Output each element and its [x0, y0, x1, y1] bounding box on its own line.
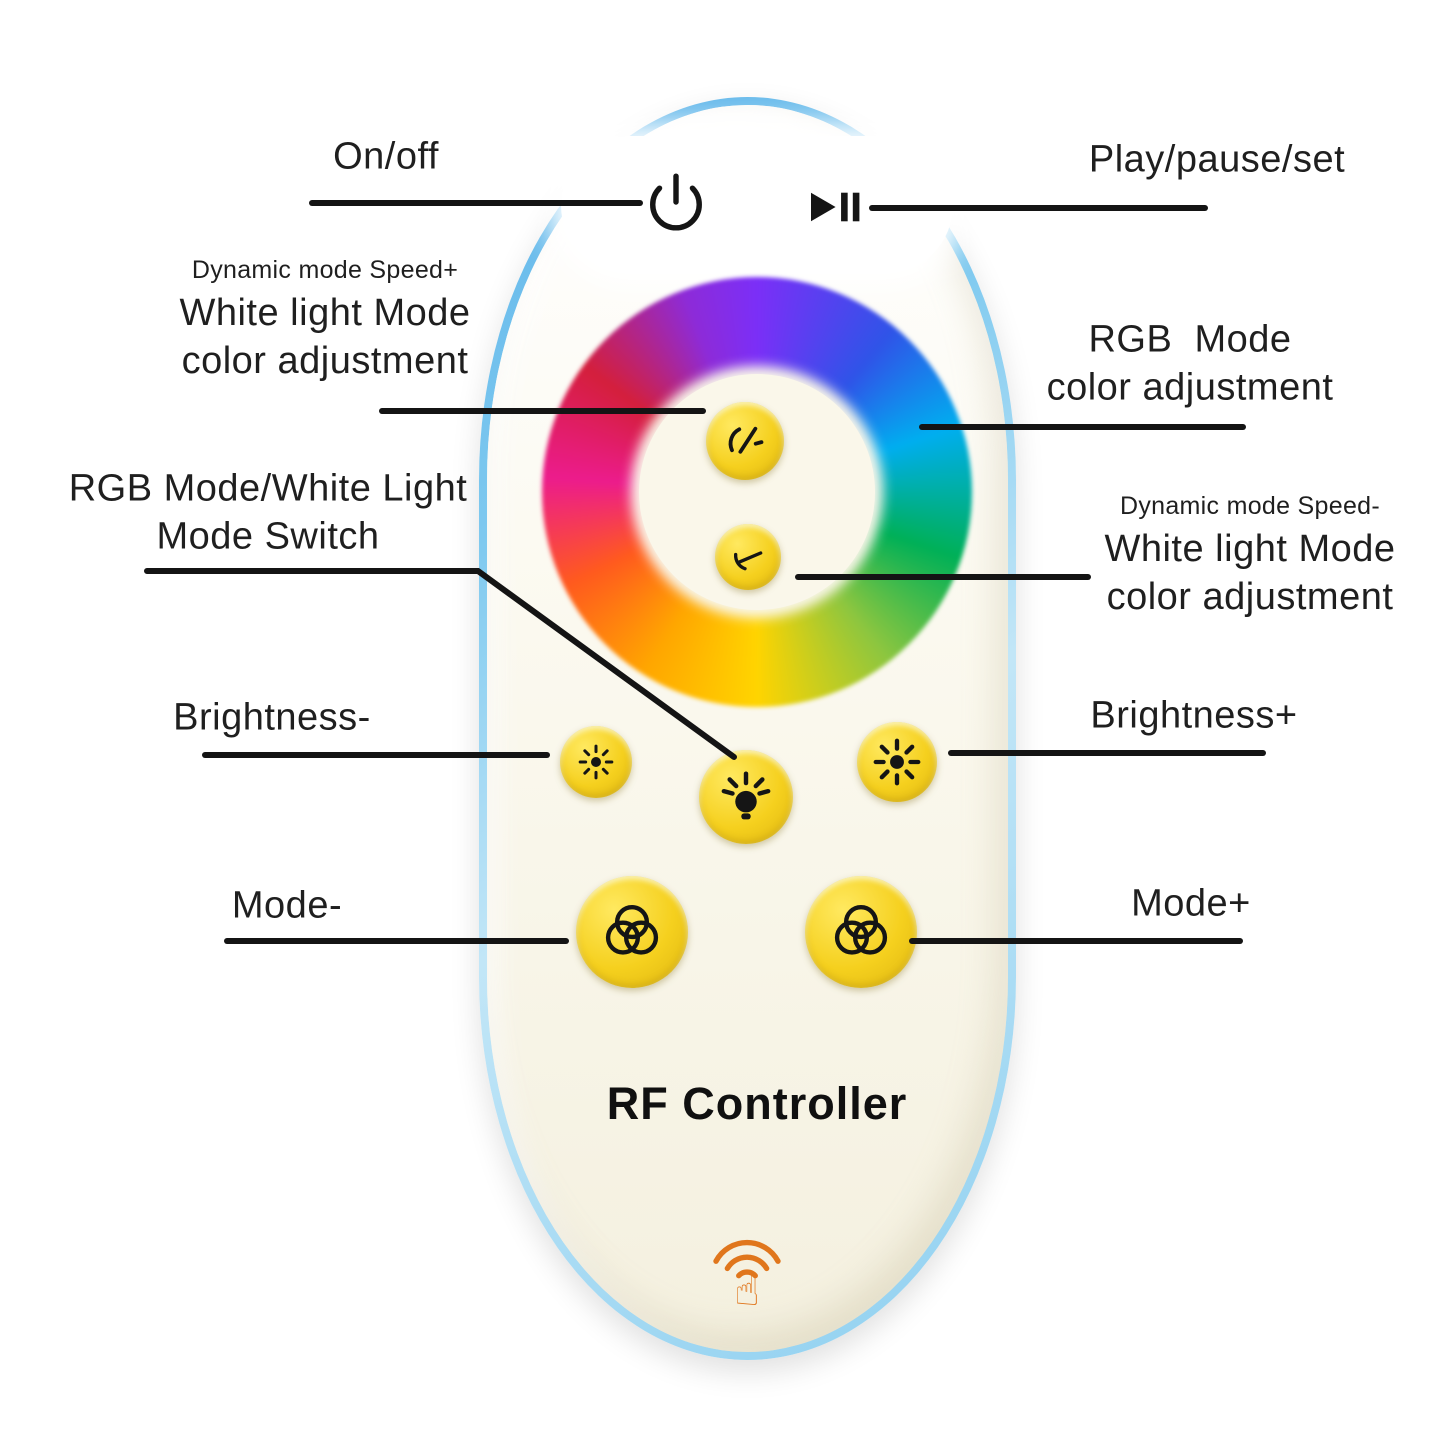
brightness-minus-button[interactable]: [560, 726, 632, 798]
label-mode-minus: Mode-: [231, 884, 343, 927]
label-speed-minus-tag: Dynamic mode Speed-: [1119, 491, 1380, 520]
mode-minus-rgb-circles-icon: [605, 905, 659, 955]
touch-indicator: ☝: [697, 1224, 797, 1312]
label-speed-plus-tag: Dynamic mode Speed+: [191, 255, 459, 284]
brand-text: RF Controller: [606, 1078, 908, 1129]
label-rgb-mode: RGB Mode color adjustment: [1047, 317, 1334, 412]
play-pause-icon: [811, 192, 860, 222]
label-speed-plus-title2: color adjustment: [181, 339, 469, 382]
speed-minus-button[interactable]: [715, 524, 781, 590]
mode-plus-button[interactable]: [805, 876, 917, 988]
brightness-plus-button[interactable]: [857, 722, 937, 802]
label-mode-switch: RGB Mode/White Light Mode Switch: [69, 466, 468, 561]
speed-plus-dial-icon: [728, 426, 764, 454]
mode-plus-rgb-circles-icon: [834, 905, 888, 955]
speed-minus-dial-icon: [734, 551, 763, 571]
label-mode-plus: Mode+: [1131, 882, 1251, 925]
mode-minus-button[interactable]: [576, 876, 688, 988]
brightness-plus-sun-icon: [873, 738, 921, 786]
label-speed-minus-title2: color adjustment: [1106, 575, 1394, 618]
label-rgb-mode-title1: RGB Mode: [1088, 318, 1292, 361]
label-rgb-mode-title2: color adjustment: [1046, 366, 1334, 408]
power-button[interactable]: [645, 171, 707, 233]
rf-signal-arcs-icon: [713, 1239, 781, 1279]
label-play-pause-set: Play/pause/set: [1088, 138, 1346, 181]
power-icon: [650, 173, 702, 231]
play-pause-button[interactable]: [800, 185, 866, 229]
remote-top-panel: [561, 136, 953, 274]
label-mode-switch-title1: RGB Mode/White Light: [68, 467, 468, 510]
speed-plus-button[interactable]: [706, 402, 784, 480]
mode-switch-bulb-icon: [721, 771, 771, 820]
label-speed-plus-title1: White light Mode: [179, 292, 471, 335]
label-speed-plus: Dynamic mode Speed+ White light Mode col…: [179, 255, 470, 385]
touch-hand-icon: ☝: [734, 1266, 760, 1315]
label-on-off: On/off: [333, 135, 439, 178]
label-brightness-minus: Brightness-: [173, 696, 371, 739]
label-mode-switch-title2: Mode Switch: [156, 515, 380, 557]
label-speed-minus-title1: White light Mode: [1104, 528, 1396, 571]
brightness-minus-sun-icon: [578, 744, 614, 780]
label-brightness-plus: Brightness+: [1090, 694, 1298, 737]
mode-switch-button[interactable]: [699, 750, 793, 844]
label-speed-minus: Dynamic mode Speed- White light Mode col…: [1104, 491, 1395, 621]
